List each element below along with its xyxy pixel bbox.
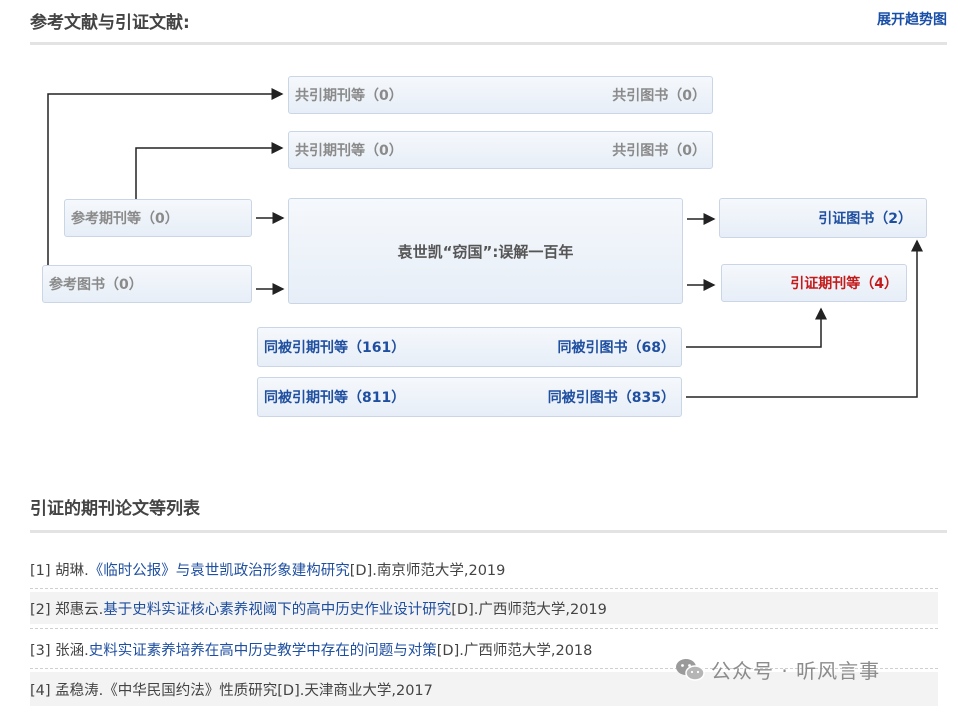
ref-books-label[interactable]: 参考图书（0） (49, 277, 143, 293)
wechat-icon (676, 658, 705, 681)
list-item-prefix: [1] 胡琳. (30, 562, 89, 579)
center-article-box: 袁世凯“窃国”:误解一百年 (288, 198, 683, 304)
co-cited-journals-1[interactable]: 共引期刊等（0） (295, 88, 403, 104)
connector-refbooks-cocited1 (47, 88, 284, 268)
list-item: [3] 张涵.史料实证素养培养在高中历史教学中存在的问题与对策[D].广西师范大… (30, 634, 938, 664)
citing-journals-box[interactable]: 引证期刊等（4） (721, 264, 907, 302)
list-item-prefix: [4] 孟稳涛. (30, 682, 104, 699)
ref-books-box[interactable]: 参考图书（0） (42, 265, 252, 303)
co-citing-box-1[interactable]: 同被引期刊等（161） 同被引图书（68） (257, 327, 682, 367)
co-cited-box-1[interactable]: 共引期刊等（0） 共引图书（0） (288, 76, 713, 114)
citing-journals-label[interactable]: 引证期刊等（4） (790, 276, 898, 292)
co-cited-journals-2[interactable]: 共引期刊等（0） (295, 143, 403, 159)
list-item-suffix: [D].天津商业大学,2017 (277, 682, 433, 699)
co-citing-journals-2[interactable]: 同被引期刊等（811） (264, 390, 406, 406)
co-citing-journals-1[interactable]: 同被引期刊等（161） (264, 340, 406, 356)
list-item-suffix: [D].广西师范大学,2018 (436, 642, 593, 659)
header-divider (30, 42, 947, 45)
list-item-title-link[interactable]: 基于史料实证核心素养视阈下的高中历史作业设计研究 (103, 601, 452, 618)
list-separator (30, 668, 938, 669)
list-item-suffix: [D].南京师范大学,2019 (349, 562, 506, 579)
connector-refjournals-cocited2 (135, 142, 284, 199)
list-item: [2] 郑惠云.基于史料实证核心素养视阈下的高中历史作业设计研究[D].广西师范… (30, 592, 938, 624)
list-divider (30, 530, 947, 533)
ref-journals-box[interactable]: 参考期刊等（0） (64, 199, 252, 237)
wechat-watermark: 公众号 · 听风言事 (675, 655, 880, 684)
list-item-suffix: [D].广西师范大学,2019 (451, 601, 607, 618)
co-citing-books-2[interactable]: 同被引图书（835） (547, 390, 675, 406)
co-cited-box-2[interactable]: 共引期刊等（0） 共引图书（0） (288, 131, 713, 169)
list-item-prefix: [2] 郑惠云. (30, 601, 104, 618)
diagram-connectors (47, 88, 923, 398)
list-item-title-link[interactable]: 史料实证素养培养在高中历史教学中存在的问题与对策 (88, 642, 437, 659)
citing-books-box[interactable]: 引证图书（2） (719, 198, 927, 238)
list-item-prefix: [3] 张涵. (30, 642, 89, 659)
list-item-title-link[interactable]: 《临时公报》与袁世凯政治形象建构研究 (88, 562, 350, 579)
expand-trend-link[interactable]: 展开趋势图 (877, 12, 947, 28)
co-cited-books-1[interactable]: 共引图书（0） (612, 88, 706, 104)
connector-cociting2-citingbooks (686, 239, 923, 398)
citing-list-title: 引证的期刊论文等列表 (30, 499, 200, 519)
co-cited-books-2[interactable]: 共引图书（0） (612, 143, 706, 159)
list-item: [1] 胡琳.《临时公报》与袁世凯政治形象建构研究[D].南京师范大学,2019 (30, 555, 938, 583)
ref-journals-label[interactable]: 参考期刊等（0） (71, 211, 179, 227)
co-citing-box-2[interactable]: 同被引期刊等（811） 同被引图书（835） (257, 377, 682, 417)
co-citing-books-1[interactable]: 同被引图书（68） (557, 340, 675, 356)
list-item: [4] 孟稳涛.《中华民国约法》性质研究[D].天津商业大学,2017 (30, 672, 938, 706)
list-separator (30, 588, 938, 589)
center-article-title: 袁世凯“窃国”:误解一百年 (397, 242, 574, 261)
references-section-title: 参考文献与引证文献: (30, 13, 190, 33)
list-item-title: 《中华民国约法》性质研究 (103, 682, 278, 699)
citing-books-label[interactable]: 引证图书（2） (818, 211, 912, 227)
list-separator (30, 628, 938, 629)
connector-cociting1-citingjournals (686, 307, 827, 348)
watermark-text: 公众号 · 听风言事 (711, 659, 881, 683)
